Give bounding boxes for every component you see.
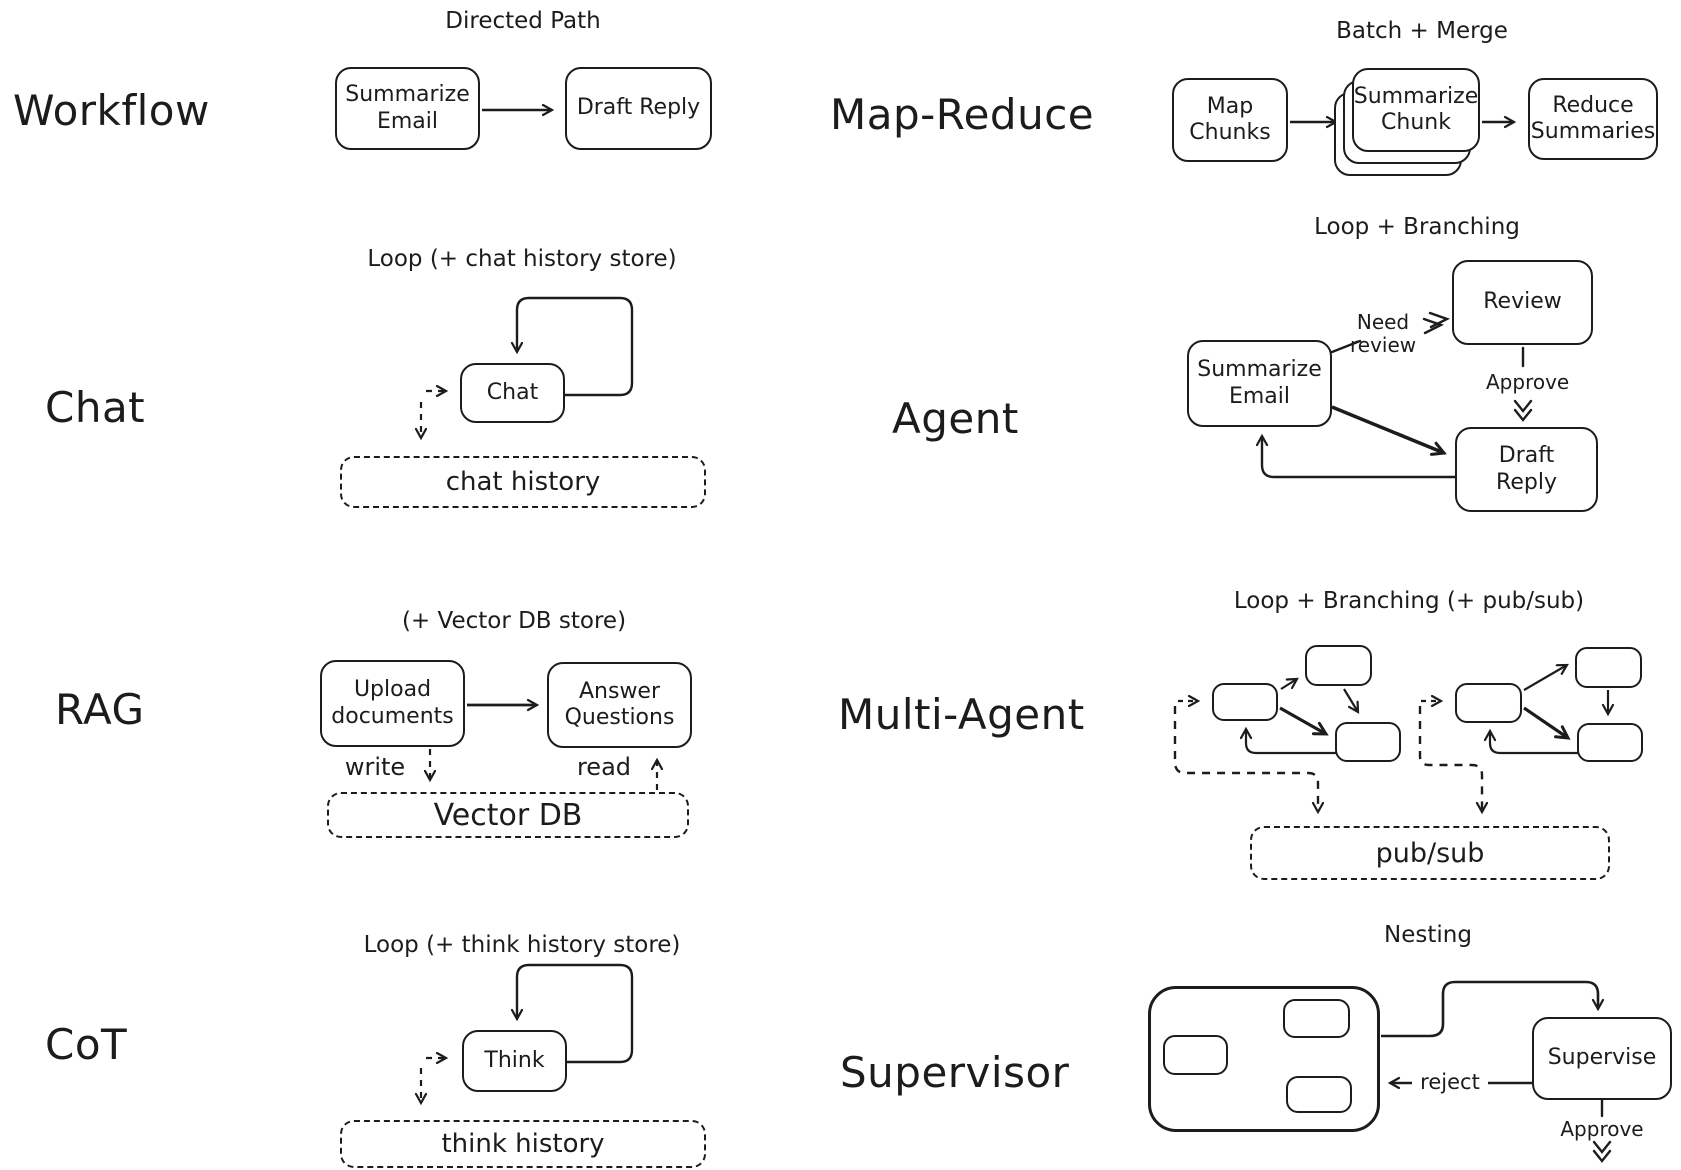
supervisor-container-to-supervise-arrow bbox=[1381, 980, 1598, 1038]
agent-need-review-arrowhead bbox=[1422, 311, 1451, 335]
workflow-title: Directed Path bbox=[445, 8, 601, 34]
multi-agent-2-bottom-node bbox=[1577, 723, 1643, 762]
agent-label: Agent bbox=[892, 394, 1019, 443]
agent-approve-arrowhead bbox=[1513, 399, 1533, 422]
agent-draft-to-summarize-arrow bbox=[1262, 436, 1455, 479]
map-reduce-title: Batch + Merge bbox=[1336, 18, 1508, 44]
multi-agent-1-left-to-top-arrow bbox=[1280, 679, 1297, 690]
workflow-label: Workflow bbox=[13, 86, 210, 135]
agent-draft-reply-node: Draft Reply bbox=[1455, 427, 1598, 512]
map-reduce-label: Map-Reduce bbox=[830, 90, 1095, 139]
multi-agent-title: Loop + Branching (+ pub/sub) bbox=[1233, 588, 1585, 614]
multi-agent-label: Multi-Agent bbox=[838, 690, 1085, 739]
supervisor-approve-arrowhead bbox=[1592, 1140, 1612, 1163]
agent-need-review-line1: Need bbox=[1356, 310, 1410, 334]
rag-read-edge-label: read bbox=[576, 753, 632, 781]
map-reduce-reduce-summaries-node: Reduce Summaries bbox=[1528, 78, 1658, 160]
map-reduce-summarize-chunk-node: Summarize Chunk bbox=[1352, 68, 1480, 152]
rag-title: (+ Vector DB store) bbox=[401, 608, 627, 634]
agent-title: Loop + Branching bbox=[1314, 214, 1520, 240]
multi-agent-1-top-node bbox=[1305, 645, 1372, 686]
cot-self-loop-arrow bbox=[517, 963, 634, 1064]
workflow-draft-reply-node: Draft Reply bbox=[565, 67, 712, 150]
agent-need-review-edge bbox=[1330, 339, 1362, 354]
rag-label: RAG bbox=[55, 685, 145, 734]
multi-agent-2-left-to-bottom-arrow bbox=[1523, 706, 1571, 740]
cot-think-history-store: think history bbox=[340, 1120, 706, 1168]
multi-agent-2-top-node bbox=[1575, 647, 1642, 688]
chat-node: Chat bbox=[460, 363, 565, 423]
supervisor-supervise-node: Supervise bbox=[1532, 1017, 1672, 1100]
agent-need-review-edge-label: Need review bbox=[1350, 311, 1416, 357]
agent-summarize-to-draft-arrow bbox=[1331, 405, 1447, 456]
rag-answer-questions-node: Answer Questions bbox=[547, 662, 692, 748]
supervisor-inner-left-node bbox=[1163, 1035, 1228, 1075]
rag-upload-documents-node: Upload documents bbox=[320, 660, 465, 747]
multi-agent-1-loop-arrow bbox=[1246, 729, 1337, 755]
multi-agent-2-left-to-top-arrow bbox=[1523, 665, 1567, 691]
agent-summarize-email-node: Summarize Email bbox=[1187, 340, 1332, 427]
supervisor-inner-bottom-node bbox=[1286, 1076, 1352, 1113]
supervisor-label: Supervisor bbox=[840, 1048, 1070, 1097]
agent-need-review-line2: review bbox=[1350, 333, 1417, 357]
supervisor-approve-edge-label: Approve bbox=[1560, 1117, 1644, 1141]
chat-history-store: chat history bbox=[340, 456, 706, 508]
multi-agent-1-left-node bbox=[1212, 683, 1278, 721]
multi-agent-1-top-to-bottom-arrow bbox=[1343, 688, 1358, 712]
chat-self-loop-arrow bbox=[517, 296, 634, 397]
cot-label: CoT bbox=[45, 1020, 128, 1069]
supervisor-title: Nesting bbox=[1384, 922, 1472, 948]
multi-agent-1-store-arrow bbox=[1173, 706, 1318, 812]
rag-write-edge-label: write bbox=[344, 753, 406, 781]
supervisor-inner-top-node bbox=[1283, 999, 1350, 1038]
chat-title: Loop (+ chat history store) bbox=[367, 246, 677, 272]
supervisor-reject-edge-label: reject bbox=[1412, 1070, 1488, 1095]
cot-think-node: Think bbox=[462, 1030, 567, 1092]
map-reduce-map-chunks-node: Map Chunks bbox=[1172, 78, 1288, 162]
multi-agent-pub-sub-store: pub/sub bbox=[1250, 826, 1610, 880]
multi-agent-2-loop-arrow bbox=[1490, 731, 1578, 755]
multi-agent-1-bottom-node bbox=[1335, 722, 1401, 762]
chat-label: Chat bbox=[45, 383, 146, 432]
agent-approve-edge-label: Approve bbox=[1486, 370, 1570, 394]
multi-agent-1-left-to-bottom-arrow bbox=[1279, 706, 1329, 736]
cot-title: Loop (+ think history store) bbox=[363, 932, 681, 958]
agent-review-node: Review bbox=[1452, 260, 1593, 345]
multi-agent-2-left-node bbox=[1455, 683, 1522, 723]
workflow-summarize-email-node: Summarize Email bbox=[335, 67, 480, 150]
rag-vector-db-store: Vector DB bbox=[327, 792, 689, 838]
